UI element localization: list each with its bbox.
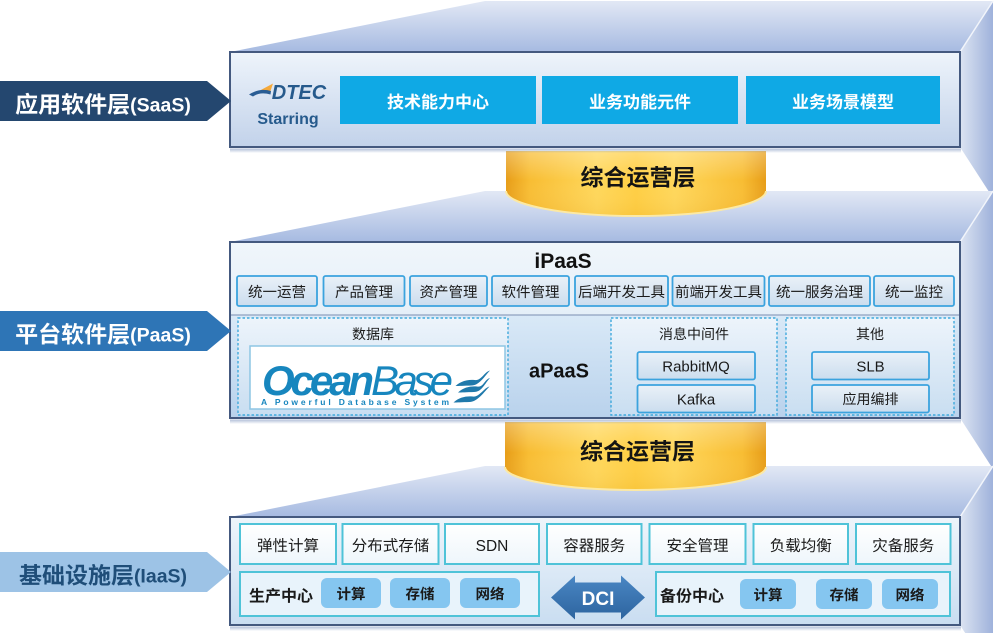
svg-text:技术能力中心: 技术能力中心	[387, 88, 489, 113]
svg-text:Base: Base	[371, 347, 453, 408]
svg-text:Starring: Starring	[257, 105, 318, 129]
svg-text:其他: 其他	[856, 324, 884, 344]
svg-text:网络: 网络	[476, 583, 505, 604]
svg-text:业务功能元件: 业务功能元件	[589, 88, 691, 113]
svg-text:后端开发工具: 后端开发工具	[578, 281, 665, 302]
svg-text:RabbitMQ: RabbitMQ	[662, 356, 730, 377]
svg-text:Kafka: Kafka	[677, 389, 716, 410]
svg-text:DTEC: DTEC	[272, 76, 327, 105]
svg-text:统一监控: 统一监控	[885, 281, 943, 302]
svg-text:安全管理: 安全管理	[666, 534, 728, 556]
svg-text:分布式存储: 分布式存储	[352, 534, 430, 556]
svg-text:应用软件层(SaaS): 应用软件层(SaaS)	[15, 86, 191, 120]
svg-text:基础设施层(IaaS): 基础设施层(IaaS)	[19, 557, 187, 591]
svg-text:弹性计算: 弹性计算	[257, 534, 319, 556]
svg-text:灾备服务: 灾备服务	[872, 534, 934, 556]
svg-text:统一服务治理: 统一服务治理	[776, 281, 863, 302]
svg-text:SLB: SLB	[856, 356, 884, 377]
svg-text:产品管理: 产品管理	[335, 281, 393, 302]
svg-text:DCI: DCI	[582, 584, 615, 611]
svg-text:前端开发工具: 前端开发工具	[675, 281, 762, 302]
svg-text:网络: 网络	[896, 584, 925, 605]
svg-text:容器服务: 容器服务	[563, 534, 625, 556]
svg-text:Ocean: Ocean	[262, 347, 374, 408]
svg-text:资产管理: 资产管理	[420, 281, 478, 302]
svg-text:存储: 存储	[830, 584, 859, 605]
svg-text:aPaaS: aPaaS	[529, 355, 589, 384]
svg-text:存储: 存储	[406, 583, 435, 604]
svg-text:生产中心: 生产中心	[249, 583, 313, 607]
svg-text:综合运营层: 综合运营层	[580, 433, 695, 467]
svg-text:数据库: 数据库	[352, 324, 394, 344]
svg-text:统一运营: 统一运营	[248, 281, 306, 302]
svg-text:负载均衡: 负载均衡	[770, 534, 832, 556]
svg-text:计算: 计算	[337, 583, 366, 604]
svg-text:软件管理: 软件管理	[502, 281, 560, 302]
svg-text:iPaaS: iPaaS	[534, 245, 591, 275]
svg-text:应用编排: 应用编排	[843, 389, 899, 409]
svg-text:平台软件层(PaaS): 平台软件层(PaaS)	[15, 316, 191, 350]
svg-text:SDN: SDN	[476, 534, 509, 556]
svg-text:综合运营层: 综合运营层	[581, 159, 696, 193]
svg-text:消息中间件: 消息中间件	[659, 324, 729, 344]
svg-text:业务场景模型: 业务场景模型	[792, 88, 894, 113]
svg-text:备份中心: 备份中心	[660, 583, 724, 607]
svg-text:计算: 计算	[754, 584, 783, 605]
